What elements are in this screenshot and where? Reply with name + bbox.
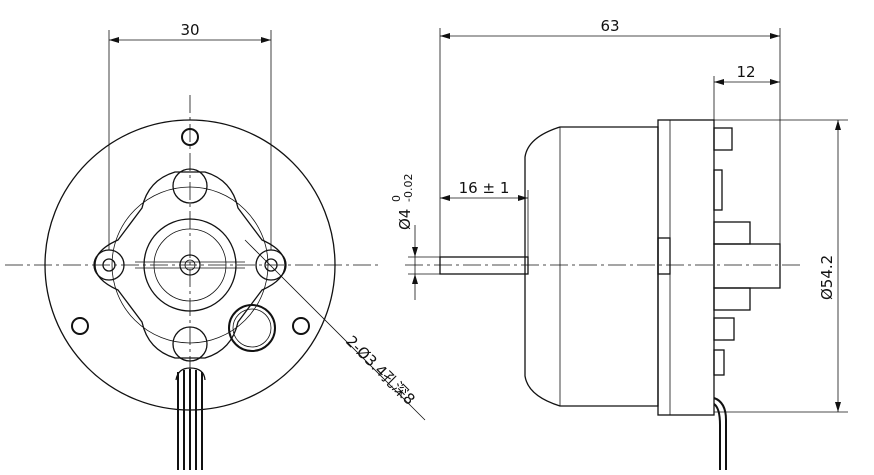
rear-boss bbox=[713, 243, 781, 289]
right-mount-hole bbox=[264, 258, 278, 272]
dim-shaft-tol-lower: -0.02 bbox=[402, 174, 415, 202]
mounting-bracket-outline bbox=[94, 171, 286, 359]
dimension-length: 63 bbox=[439, 17, 781, 257]
dimension-width: 30 bbox=[108, 21, 272, 250]
dim-body-dia-label: Ø54.2 bbox=[818, 255, 836, 300]
dimension-shaft-diameter: Ø4 0 -0.02 bbox=[390, 174, 440, 300]
callout-leader bbox=[244, 239, 426, 421]
capacitor-circle bbox=[228, 304, 276, 352]
side-lead-wire-b bbox=[713, 403, 721, 470]
right-screw-hole bbox=[292, 317, 310, 335]
hub-inner bbox=[153, 228, 227, 302]
dimension-flange: 12 bbox=[713, 63, 780, 120]
dim-length-label: 63 bbox=[600, 17, 619, 35]
shaft-center bbox=[184, 259, 196, 271]
bottom-boss bbox=[172, 326, 208, 362]
front-view: 30 2-Ø3.4孔深8 bbox=[5, 21, 426, 470]
rear-boss-upper bbox=[713, 221, 751, 245]
end-plate bbox=[657, 119, 715, 416]
rear-lower-block bbox=[713, 317, 735, 341]
end-plate-notch bbox=[657, 237, 671, 275]
shaft bbox=[439, 256, 529, 275]
capacitor-inner bbox=[232, 308, 272, 348]
dimension-body-diameter: Ø54.2 bbox=[714, 119, 848, 413]
dimension-shaft-offset: 16 ± 1 bbox=[440, 179, 529, 257]
bracket-ring bbox=[111, 186, 269, 344]
dim-flange-label: 12 bbox=[736, 63, 755, 81]
rear-top-block bbox=[713, 127, 733, 151]
lead-wires bbox=[175, 367, 206, 470]
side-lead-wire-a bbox=[713, 397, 727, 470]
top-boss bbox=[172, 168, 208, 204]
side-view: 63 12 16 ± 1 Ø4 0 -0.02 bbox=[390, 17, 848, 470]
motor-body bbox=[524, 126, 659, 407]
dim-shaft-tol-upper: 0 bbox=[390, 195, 403, 202]
hub-outer bbox=[143, 218, 237, 312]
rear-lower-tab bbox=[713, 349, 725, 376]
left-mount-hole bbox=[102, 258, 116, 272]
top-screw-hole bbox=[181, 128, 199, 146]
dim-shaft-offset-label: 16 ± 1 bbox=[459, 179, 510, 197]
hole-callout-label: 2-Ø3.4孔深8 bbox=[342, 332, 418, 408]
rear-boss-lower bbox=[713, 287, 751, 311]
shaft-circle bbox=[179, 254, 201, 276]
left-screw-hole bbox=[71, 317, 89, 335]
dim-width-label: 30 bbox=[180, 21, 199, 39]
dim-shaft-dia-label: Ø4 bbox=[396, 209, 414, 230]
rear-upper-tab bbox=[713, 169, 723, 211]
